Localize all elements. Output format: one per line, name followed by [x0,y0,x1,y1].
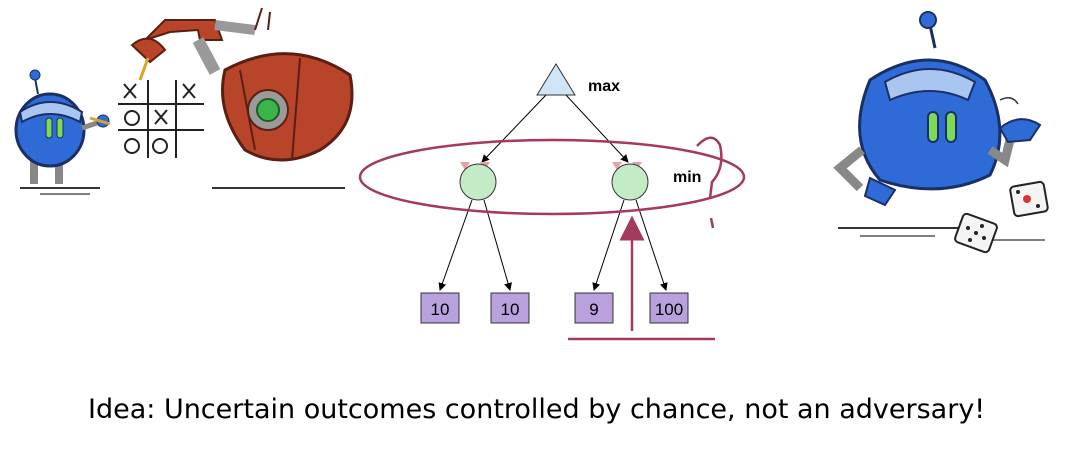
svg-text:10: 10 [431,300,450,319]
annotation-marks [358,136,746,341]
svg-text:100: 100 [655,300,683,319]
robot-red-arm-icon [130,7,354,189]
question-mark-annotation [696,136,723,199]
leaf-node: 100 [649,292,689,324]
tree-edges [438,94,668,291]
robot-blue-writing-icon [14,69,111,195]
min-layer-ellipse-annotation [358,138,746,216]
svg-text:10: 10 [501,300,520,319]
leaf-node: 10 [490,292,530,324]
robot-blue-rolling-dice-icon [833,11,1045,241]
leaf-node: 10 [420,292,460,324]
min-node [459,162,497,201]
caption: Idea: Uncertain outcomes controlled by c… [88,394,986,425]
svg-text:9: 9 [589,300,598,319]
tic-tac-toe-board-icon [118,80,204,158]
leaf-node: 9 [574,292,614,324]
question-dot-annotation [709,217,715,229]
min-node [611,162,649,201]
dice-icon [954,180,1049,254]
max-label: max [588,78,620,95]
min-label: min [673,169,701,186]
max-node [536,63,576,96]
